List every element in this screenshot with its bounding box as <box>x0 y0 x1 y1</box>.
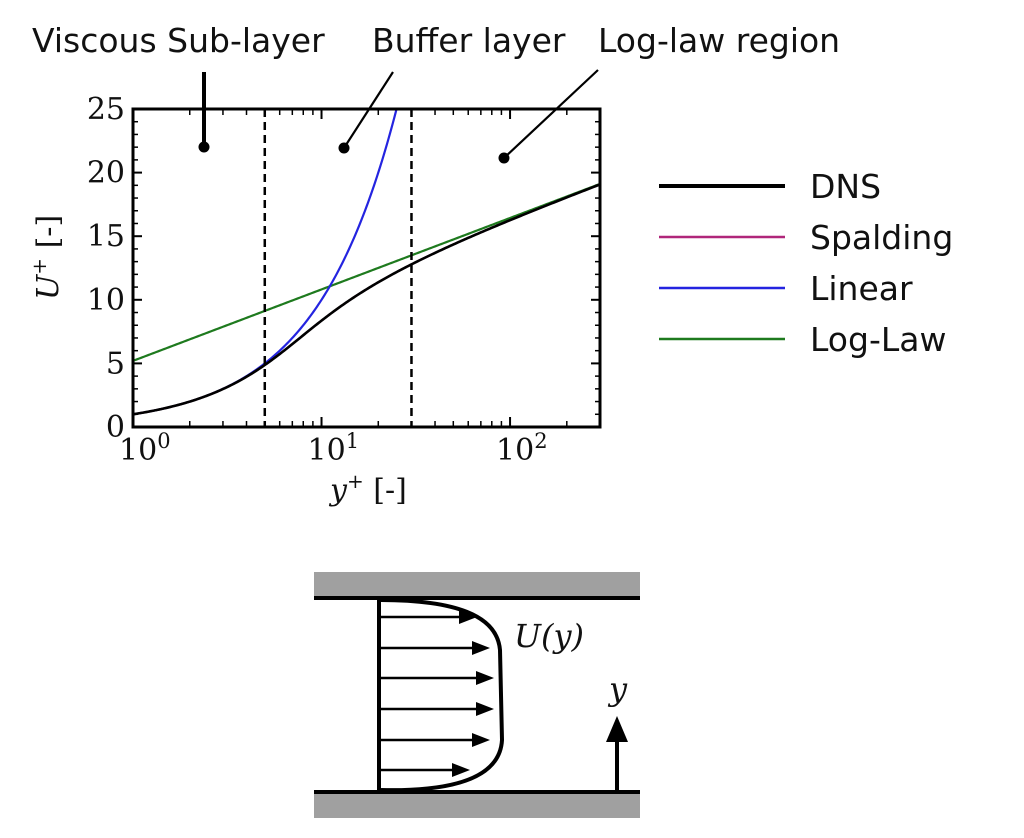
velocity-arrowhead <box>476 702 494 716</box>
y-axis-arrowhead <box>606 716 628 742</box>
xtick-label: 102 <box>496 429 548 468</box>
legend-label-log-law: Log-Law <box>810 320 946 359</box>
legend-label-spalding: Spalding <box>810 218 953 257</box>
series-line-linear <box>133 109 398 416</box>
region-pointer-loglaw <box>503 69 599 159</box>
region-marker-loglaw <box>498 152 510 164</box>
region-label-viscous: Viscous Sub-layer <box>32 21 325 60</box>
velocity-arrowhead <box>472 641 490 655</box>
ytick-label: 20 <box>87 156 125 191</box>
series-lines <box>133 109 600 416</box>
region-marker-buffer <box>338 142 350 154</box>
plot-area: 0 5 10 15 20 25 100 101 102 y+ [-] U+ [-] <box>27 92 602 508</box>
profile-label: U(y) <box>514 617 584 655</box>
velocity-arrowhead <box>459 610 477 624</box>
velocity-arrowhead <box>452 763 470 777</box>
ytick-label: 15 <box>87 219 125 254</box>
velocity-profile-curve <box>378 598 505 793</box>
series-line-spalding <box>133 183 600 416</box>
region-label-loglaw: Log-law region <box>598 21 840 60</box>
velocity-arrows <box>379 610 494 777</box>
xtick-label: 101 <box>308 429 360 468</box>
series-line-log-law <box>133 182 600 362</box>
ytick-label: 0 <box>106 410 125 445</box>
ytick-label: 5 <box>106 346 125 381</box>
region-marker-viscous <box>198 141 210 153</box>
ytick-label: 25 <box>87 92 125 127</box>
velocity-arrowhead <box>476 671 494 685</box>
bottom-wall <box>314 793 640 818</box>
region-pointer-buffer <box>343 71 394 149</box>
legend-label-dns: DNS <box>810 167 881 206</box>
xtick-label: 100 <box>119 429 171 468</box>
plot-frame <box>131 107 602 429</box>
top-wall <box>314 572 640 597</box>
x-axis-label: y+ [-] <box>328 469 407 508</box>
y-axis-label: U+ [-] <box>27 215 66 300</box>
y-axis-label: y <box>607 670 628 708</box>
series-line-dns <box>133 183 600 416</box>
channel-flow-diagram: U(y) y <box>314 572 640 818</box>
ytick-label: 10 <box>87 283 125 318</box>
legend-label-linear: Linear <box>810 269 913 308</box>
velocity-arrowhead <box>472 733 490 747</box>
region-label-buffer: Buffer layer <box>372 21 566 60</box>
